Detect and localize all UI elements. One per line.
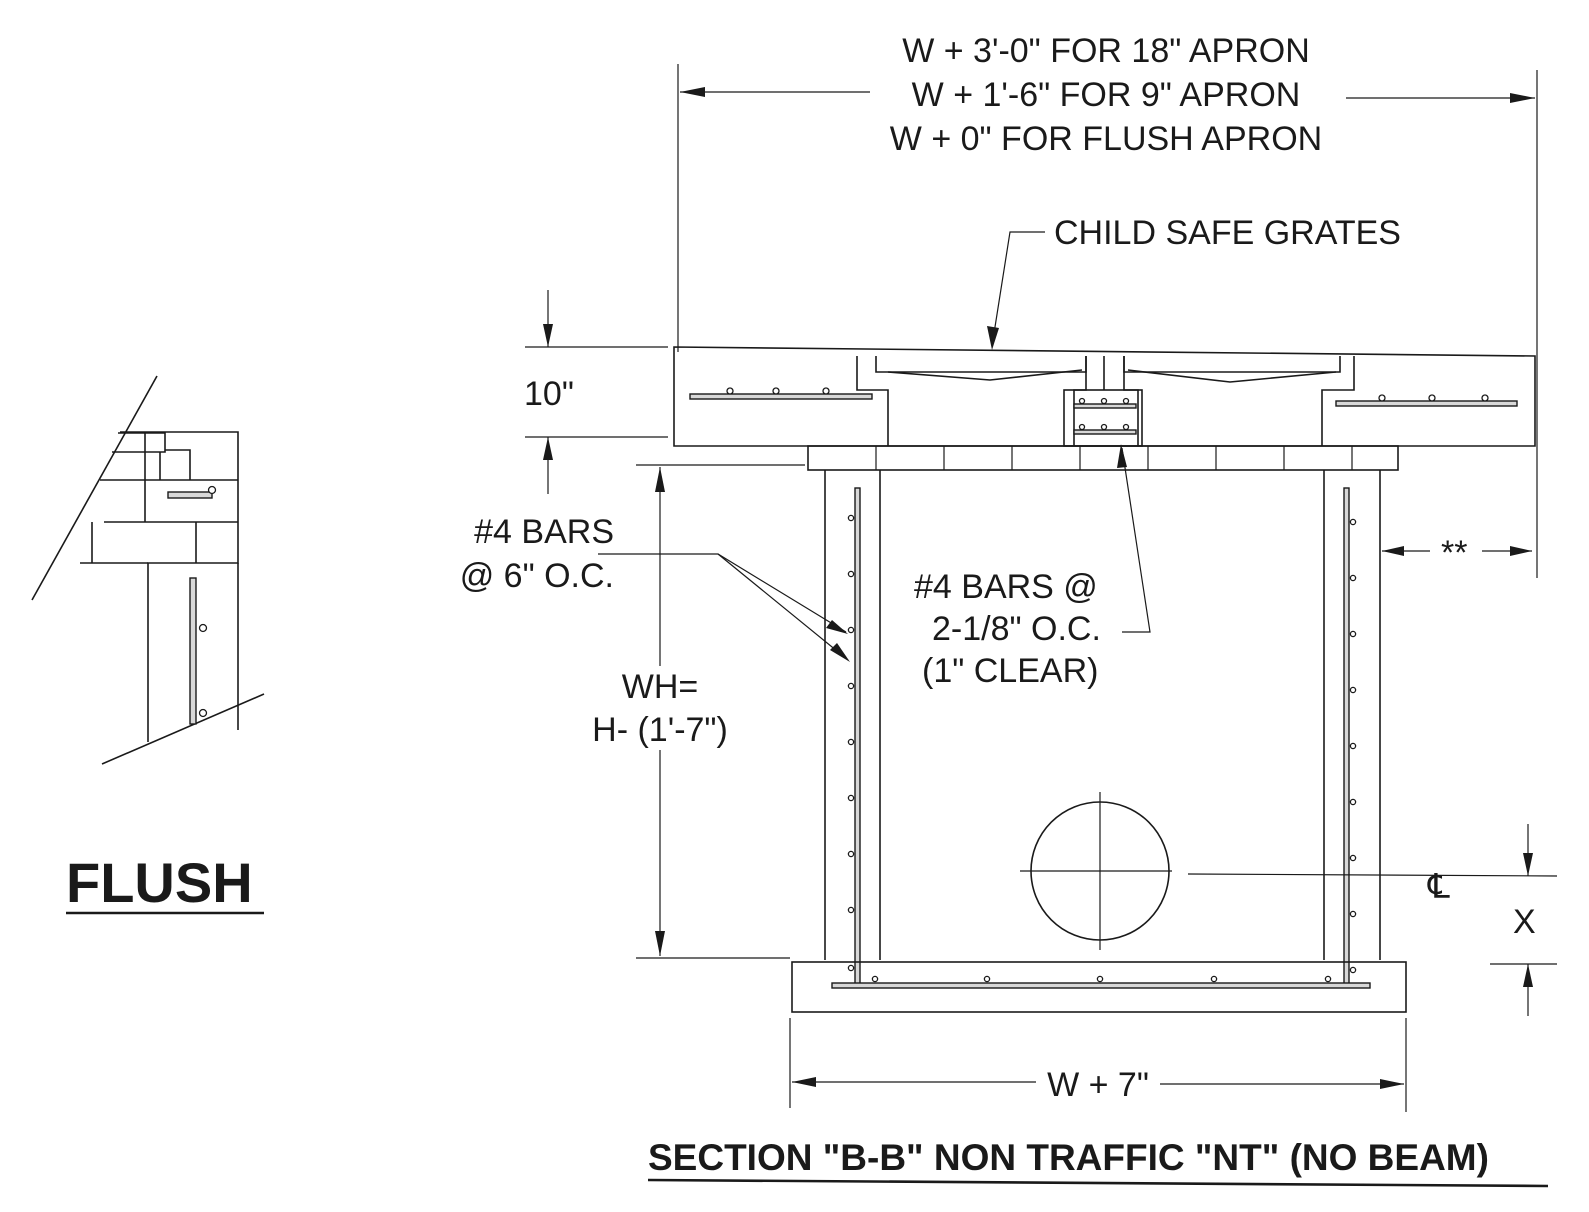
bearing-strip: [807, 445, 1399, 471]
double-star-label: **: [1441, 534, 1467, 572]
apron-dim-line-1: W + 3'-0" FOR 18" APRON: [902, 32, 1310, 70]
top-bars-callout: #4 BARS @ 2-1/8" O.C. (1" CLEAR): [914, 444, 1151, 690]
wall-height-dimension: WH= H- (1'-7"): [592, 464, 805, 959]
slab-thickness-label: 10": [524, 375, 574, 413]
double-star-dimension: **: [1382, 534, 1532, 572]
x-dimension: X: [1490, 824, 1557, 1016]
section-title-underline: [647, 1178, 1549, 1188]
overall-width-dimension: W + 3'-0" FOR 18" APRON W + 1'-6" FOR 9"…: [677, 32, 1538, 578]
slab-thickness-dimension: 10": [524, 290, 668, 494]
base-width-dimension: W + 7": [789, 1018, 1407, 1112]
top-bars-line-3: (1" CLEAR): [922, 652, 1098, 690]
wall-bars-callout: #4 BARS @ 6" O.C.: [460, 513, 850, 662]
base-slab: [791, 961, 1407, 1013]
apron-dim-line-2: W + 1'-6" FOR 9" APRON: [912, 76, 1301, 114]
top-slab: [673, 346, 1536, 447]
wall-height-line-2: H- (1'-7"): [592, 711, 728, 749]
wall-height-line-1: WH=: [622, 668, 699, 706]
centerline-symbol: ℄: [1427, 868, 1450, 906]
flush-detail: FLUSH: [31, 375, 265, 915]
x-dim-label: X: [1513, 903, 1536, 941]
flush-title: FLUSH: [66, 851, 253, 914]
wall-bars-line-1: #4 BARS: [474, 513, 614, 551]
grates-callout: CHILD SAFE GRATES: [987, 214, 1401, 350]
pipe-opening: ℄: [1020, 792, 1558, 950]
top-bars-line-1: #4 BARS @: [914, 568, 1098, 606]
top-bars-line-2: 2-1/8" O.C.: [932, 610, 1101, 648]
base-width-label: W + 7": [1047, 1066, 1149, 1104]
section-title: SECTION "B-B" NON TRAFFIC "NT" (NO BEAM): [648, 1137, 1489, 1178]
walls: [824, 470, 1381, 985]
grates-label: CHILD SAFE GRATES: [1054, 214, 1401, 252]
wall-bars-line-2: @ 6" O.C.: [460, 557, 614, 595]
apron-dim-line-3: W + 0" FOR FLUSH APRON: [890, 120, 1322, 158]
